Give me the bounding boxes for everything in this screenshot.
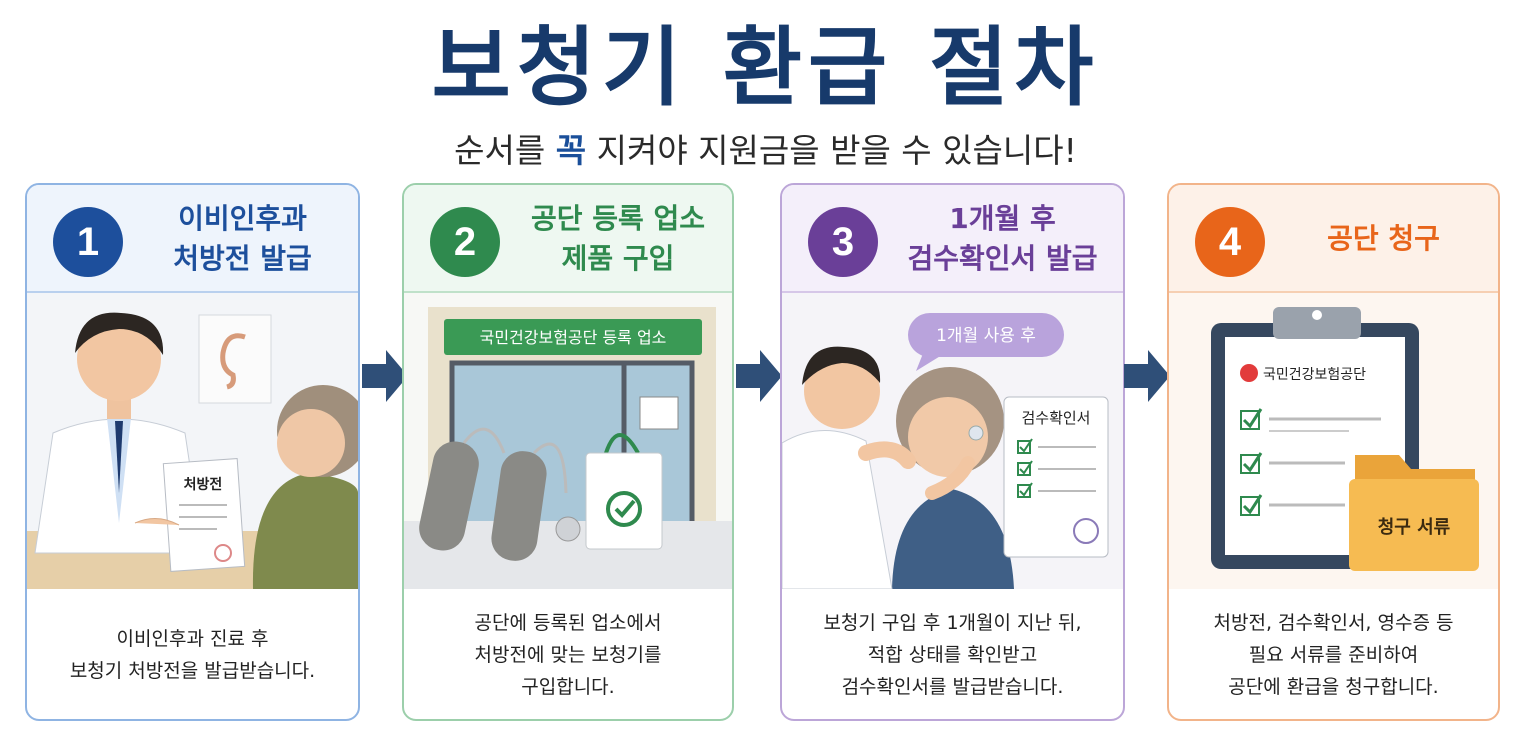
step-2-title-line: 공단 등록 업소 <box>530 202 706 235</box>
step-4-description: 처방전, 검수확인서, 영수증 등 필요 서류를 준비하여 공단에 환급을 청구… <box>1169 595 1498 715</box>
hearing-aid-icon <box>419 427 506 551</box>
step-1-number-badge: 1 <box>53 207 123 277</box>
step-1-title: 이비인후과 처방전 발급 <box>137 185 348 293</box>
patient-icon <box>252 385 358 589</box>
step-2-illustration: 국민건강보험공단 등록 업소 <box>404 293 732 589</box>
step-2-description: 공단에 등록된 업소에서 처방전에 맞는 보청기를 구입합니다. <box>404 595 732 715</box>
step-3-desc-line: 적합 상태를 확인받고 <box>867 644 1038 666</box>
step-card-1: 1 이비인후과 처방전 발급 <box>25 183 360 721</box>
prescription-paper-icon: 처방전 <box>162 458 246 572</box>
inspection-form-icon: 검수확인서 <box>1003 396 1109 558</box>
step-2-title-line: 제품 구입 <box>561 242 675 275</box>
step-1-title-line: 이비인후과 <box>178 202 307 235</box>
step-1-desc-line: 보청기 처방전을 발급받습니다. <box>69 660 316 682</box>
step-3-description: 보청기 구입 후 1개월이 지난 뒤, 적합 상태를 확인받고 검수확인서를 발… <box>782 595 1123 715</box>
step-3-illustration: 1개월 사용 후 검수확인서 <box>782 293 1123 589</box>
step-4-illustration: 국민건강보험공단 청구 서류 <box>1169 293 1498 589</box>
arrow-right-icon <box>736 350 782 402</box>
folder-label: 청구 서류 <box>1378 517 1451 538</box>
step-4-title-line: 공단 청구 <box>1327 222 1440 255</box>
step-3-desc-line: 보청기 구입 후 1개월이 지난 뒤, <box>823 612 1082 634</box>
step-4-title: 공단 청구 <box>1279 185 1488 293</box>
shopping-bag-icon <box>585 433 663 550</box>
subtitle-emphasis: 꼭 <box>555 131 587 170</box>
step-1-desc-line: 이비인후과 진료 후 <box>116 628 269 650</box>
step-1-title-line: 처방전 발급 <box>173 242 312 275</box>
step-2-number-badge: 2 <box>430 207 500 277</box>
step-card-2: 2 공단 등록 업소 제품 구입 국민건강보험공단 등록 업소 <box>402 183 734 721</box>
step-3-title-line: 검수확인서 발급 <box>907 242 1098 275</box>
ear-poster-icon <box>198 314 272 404</box>
step-2-header: 2 공단 등록 업소 제품 구입 <box>404 185 732 293</box>
step-4-number-badge: 4 <box>1195 207 1265 277</box>
step-3-title-line: 1개월 후 <box>949 202 1056 235</box>
speech-bubble: 1개월 사용 후 <box>908 313 1064 371</box>
step-2-desc-line: 공단에 등록된 업소에서 <box>474 612 662 634</box>
step-4-desc-line: 필요 서류를 준비하여 <box>1248 644 1419 666</box>
step-2-desc-line: 처방전에 맞는 보청기를 <box>474 644 662 666</box>
step-4-desc-line: 처방전, 검수확인서, 영수증 등 <box>1213 612 1454 634</box>
arrow-right-icon <box>362 350 408 402</box>
patient-icon <box>892 367 1014 589</box>
step-1-illustration: 처방전 <box>27 293 358 589</box>
prescription-label: 처방전 <box>184 476 223 493</box>
page-subtitle: 순서를 꼭 지켜야 지원금을 받을 수 있습니다! <box>0 126 1531 176</box>
org-name: 국민건강보험공단 <box>1263 367 1366 383</box>
arrow-right-icon <box>1124 350 1170 402</box>
step-1-header: 1 이비인후과 처방전 발급 <box>27 185 358 293</box>
step-3-header: 3 1개월 후 검수확인서 발급 <box>782 185 1123 293</box>
page-title: 보청기 환급 절차 <box>431 18 1100 118</box>
doctor-icon <box>782 346 975 589</box>
bubble-text: 1개월 사용 후 <box>936 326 1036 346</box>
step-3-title: 1개월 후 검수확인서 발급 <box>892 185 1113 293</box>
step-3-desc-line: 검수확인서를 발급받습니다. <box>841 676 1064 698</box>
step-card-3: 3 1개월 후 검수확인서 발급 1개월 사용 후 <box>780 183 1125 721</box>
inspection-form-label: 검수확인서 <box>1021 409 1090 427</box>
subtitle-before: 순서를 <box>454 131 556 170</box>
step-2-desc-line: 구입합니다. <box>521 676 615 698</box>
step-4-header: 4 공단 청구 <box>1169 185 1498 293</box>
subtitle-after: 지켜야 지원금을 받을 수 있습니다! <box>586 131 1077 170</box>
step-card-4: 4 공단 청구 국민건강보험공단 <box>1167 183 1500 721</box>
hearing-aid-icon <box>491 442 581 561</box>
step-4-desc-line: 공단에 환급을 청구합니다. <box>1228 676 1439 698</box>
folder-icon: 청구 서류 <box>1349 455 1479 571</box>
step-1-description: 이비인후과 진료 후 보청기 처방전을 발급받습니다. <box>27 595 358 715</box>
step-3-number-badge: 3 <box>808 207 878 277</box>
store-sign: 국민건강보험공단 등록 업소 <box>480 328 667 347</box>
step-2-title: 공단 등록 업소 제품 구입 <box>514 185 722 293</box>
